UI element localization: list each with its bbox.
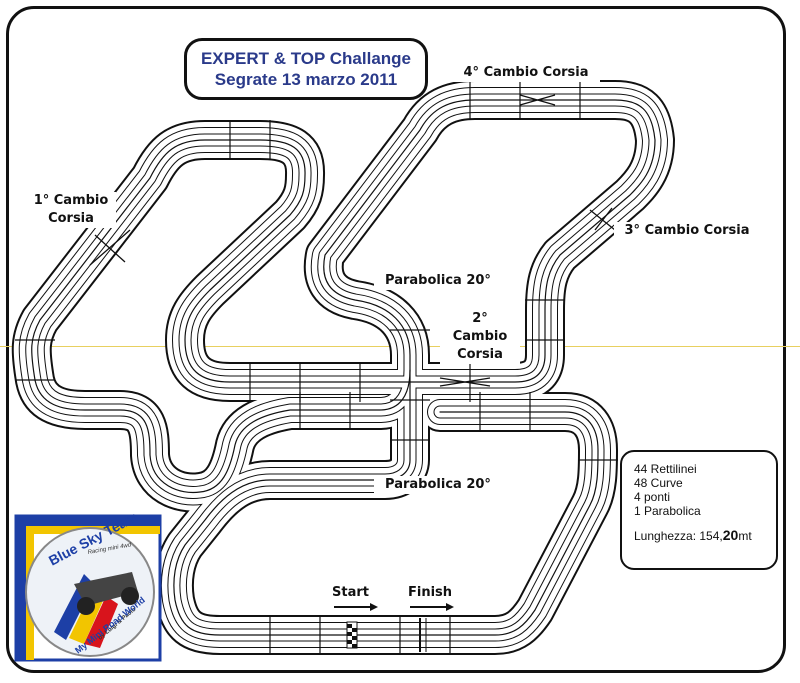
label-cambio-1: 1° Cambio Corsia [26,192,116,228]
stat-lunghezza-value: 20 [722,527,739,543]
label-cambio-1-line1: 1° Cambio [33,193,109,208]
label-cambio-4: 4° Cambio Corsia [452,64,600,82]
blue-sky-team-logo: Blue Sky Team Racing mini 4wd by Luigi &… [14,514,162,662]
start-finish-arrows [334,603,454,611]
label-parabolica-lower: Parabolica 20° [374,476,502,494]
label-finish: Finish [408,585,453,600]
event-title-box: EXPERT & TOP Challange Segrate 13 marzo … [184,38,428,100]
stat-ponti: 4 ponti [634,490,671,504]
finish-arrow-icon [446,603,454,611]
start-finish-markings [346,618,427,652]
label-cambio-3: 3° Cambio Corsia [614,222,760,240]
event-title: EXPERT & TOP Challange [200,49,412,68]
stat-curve: 48 Curve [634,476,683,490]
stat-rettilinei: 44 Rettilinei [634,462,697,476]
label-start: Start [332,585,369,600]
event-date: Segrate 13 marzo 2011 [214,70,398,89]
stat-lunghezza: Lunghezza: 154,20mt [634,528,776,543]
lane-change-crossings [89,94,616,387]
label-cambio-2: 2° Cambio Corsia [440,310,520,364]
track-stats-box: 44 Rettilinei 48 Curve 4 ponti 1 Parabol… [620,450,778,570]
label-cambio-2-line2: Cambio [452,329,508,344]
label-parabolica-upper: Parabolica 20° [374,272,502,290]
track-segment-ticks [15,80,618,655]
label-cambio-1-line2: Corsia [48,211,94,226]
stat-lunghezza-mid: 4, [712,529,723,543]
start-arrow-icon [370,603,378,611]
stat-lunghezza-label: Lunghezza: 15 [634,529,713,543]
stat-parabolica: 1 Parabolica [634,504,701,518]
stat-lunghezza-unit: mt [738,529,752,543]
label-cambio-2-line1: 2° [472,311,488,326]
label-cambio-2-line3: Corsia [457,347,503,362]
